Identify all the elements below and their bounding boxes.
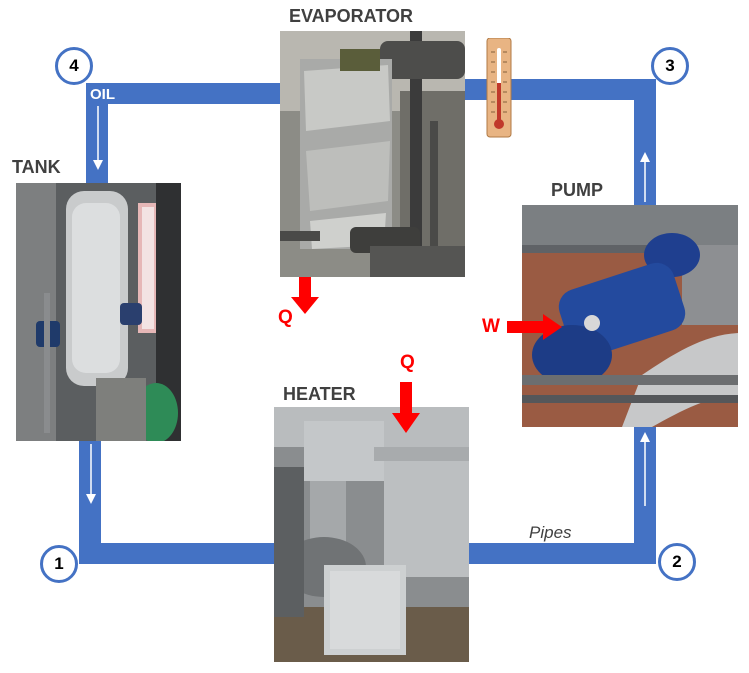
thermometer-icon <box>486 38 512 138</box>
work-in-label: W <box>482 316 500 337</box>
pump-label: PUMP <box>551 180 604 200</box>
heat-in-arrow-icon <box>392 382 420 433</box>
pipes-label: Pipes <box>529 523 572 542</box>
heater-photo <box>274 407 469 662</box>
node-4: 4 <box>55 47 93 85</box>
heat-out-arrow-icon <box>291 277 319 314</box>
pipe-top-right <box>464 79 656 100</box>
tank-photo <box>16 183 181 441</box>
oil-label: OIL <box>90 86 115 103</box>
work-in-arrow-icon <box>507 314 562 340</box>
evaporator-photo <box>280 31 465 277</box>
pump-photo <box>522 205 738 427</box>
pipe-left-down-to-tank <box>86 83 108 185</box>
pipe-bottom-right <box>468 543 656 564</box>
flow-arrow-down-icon <box>93 106 103 170</box>
heat-in-label: Q <box>400 352 415 373</box>
pipe-right-up-from-pump <box>634 79 656 207</box>
node-3: 3 <box>651 47 689 85</box>
flow-arrow-up-icon <box>640 152 650 202</box>
tank-label: TANK <box>12 157 61 177</box>
pipe-top-left <box>86 83 282 104</box>
pipe-bottom-left <box>79 543 277 564</box>
node-1: 1 <box>40 545 78 583</box>
node-2: 2 <box>658 543 696 581</box>
flow-arrow-up-icon <box>640 432 650 506</box>
flow-arrow-down-icon <box>86 444 96 504</box>
heat-out-label: Q <box>278 307 293 328</box>
heater-label: HEATER <box>283 384 356 404</box>
evaporator-label: EVAPORATOR <box>289 6 414 26</box>
